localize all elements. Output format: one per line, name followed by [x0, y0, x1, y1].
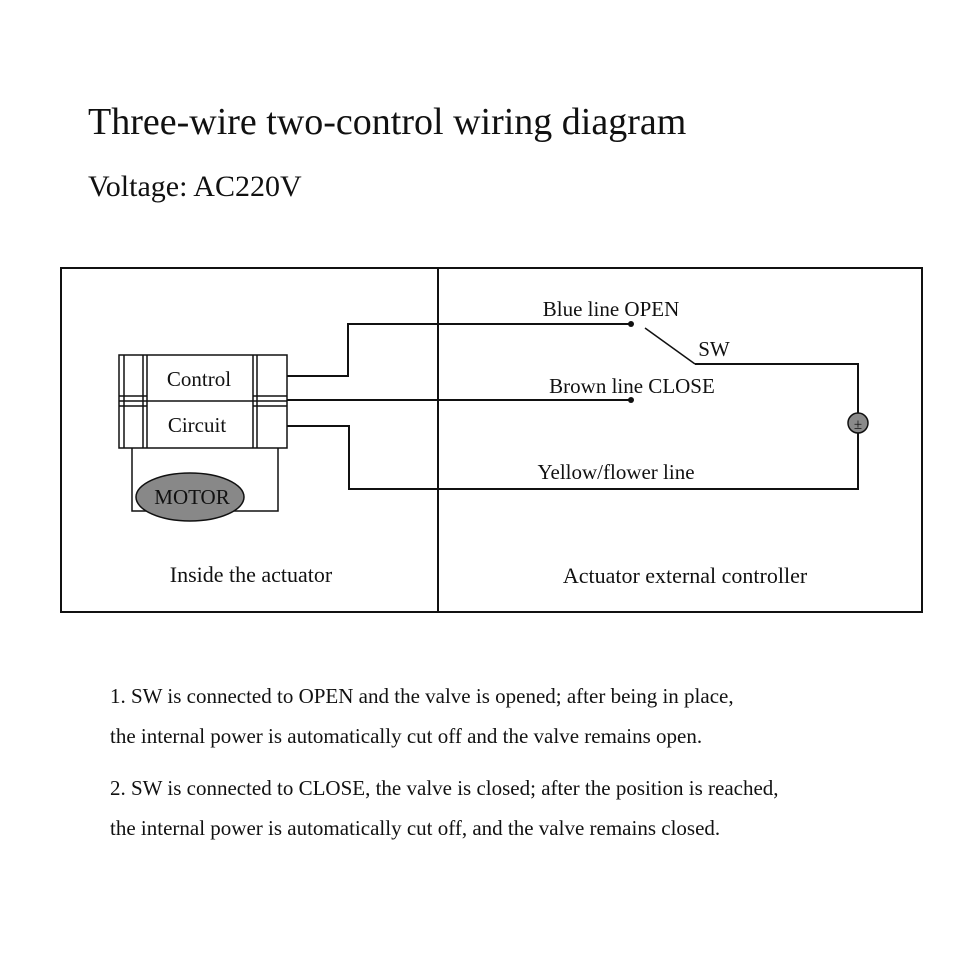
yellow-line-label: Yellow/flower line	[537, 460, 694, 484]
close-contact-dot	[628, 397, 634, 403]
outer-frame	[60, 267, 923, 613]
note-close: 2. SW is connected to CLOSE, the valve i…	[110, 768, 930, 848]
note-close-line-2: the internal power is automatically cut …	[110, 816, 721, 840]
switch-common-wire	[695, 363, 859, 413]
note-open: 1. SW is connected to OPEN and the valve…	[110, 676, 930, 756]
actuator-caption: Inside the actuator	[170, 562, 333, 587]
switch-label: SW	[698, 337, 730, 361]
note-open-line-2: the internal power is automatically cut …	[110, 724, 703, 748]
switch-lever	[644, 327, 696, 365]
circuit-label: Circuit	[168, 413, 226, 437]
note-open-line-1: 1. SW is connected to OPEN and the valve…	[110, 684, 734, 708]
open-contact-dot	[628, 321, 634, 327]
power-source-symbol: ±	[854, 417, 862, 433]
motor-label: MOTOR	[154, 485, 229, 509]
motor-icon	[135, 472, 245, 522]
diagram-title: Three-wire two-control wiring diagram	[88, 101, 687, 143]
note-close-line-1: 2. SW is connected to CLOSE, the valve i…	[110, 776, 779, 800]
voltage-subtitle: Voltage: AC220V	[88, 170, 302, 203]
controller-caption: Actuator external controller	[563, 563, 808, 588]
brown-line-label: Brown line CLOSE	[549, 374, 715, 398]
blue-line-label: Blue line OPEN	[543, 297, 680, 321]
yellow-line-wire	[287, 425, 859, 490]
power-source-icon	[847, 412, 869, 434]
notes-section: 1. SW is connected to OPEN and the valve…	[110, 676, 930, 860]
control-label: Control	[167, 367, 231, 391]
blue-line-wire	[287, 323, 631, 377]
control-circuit-block	[118, 354, 288, 449]
